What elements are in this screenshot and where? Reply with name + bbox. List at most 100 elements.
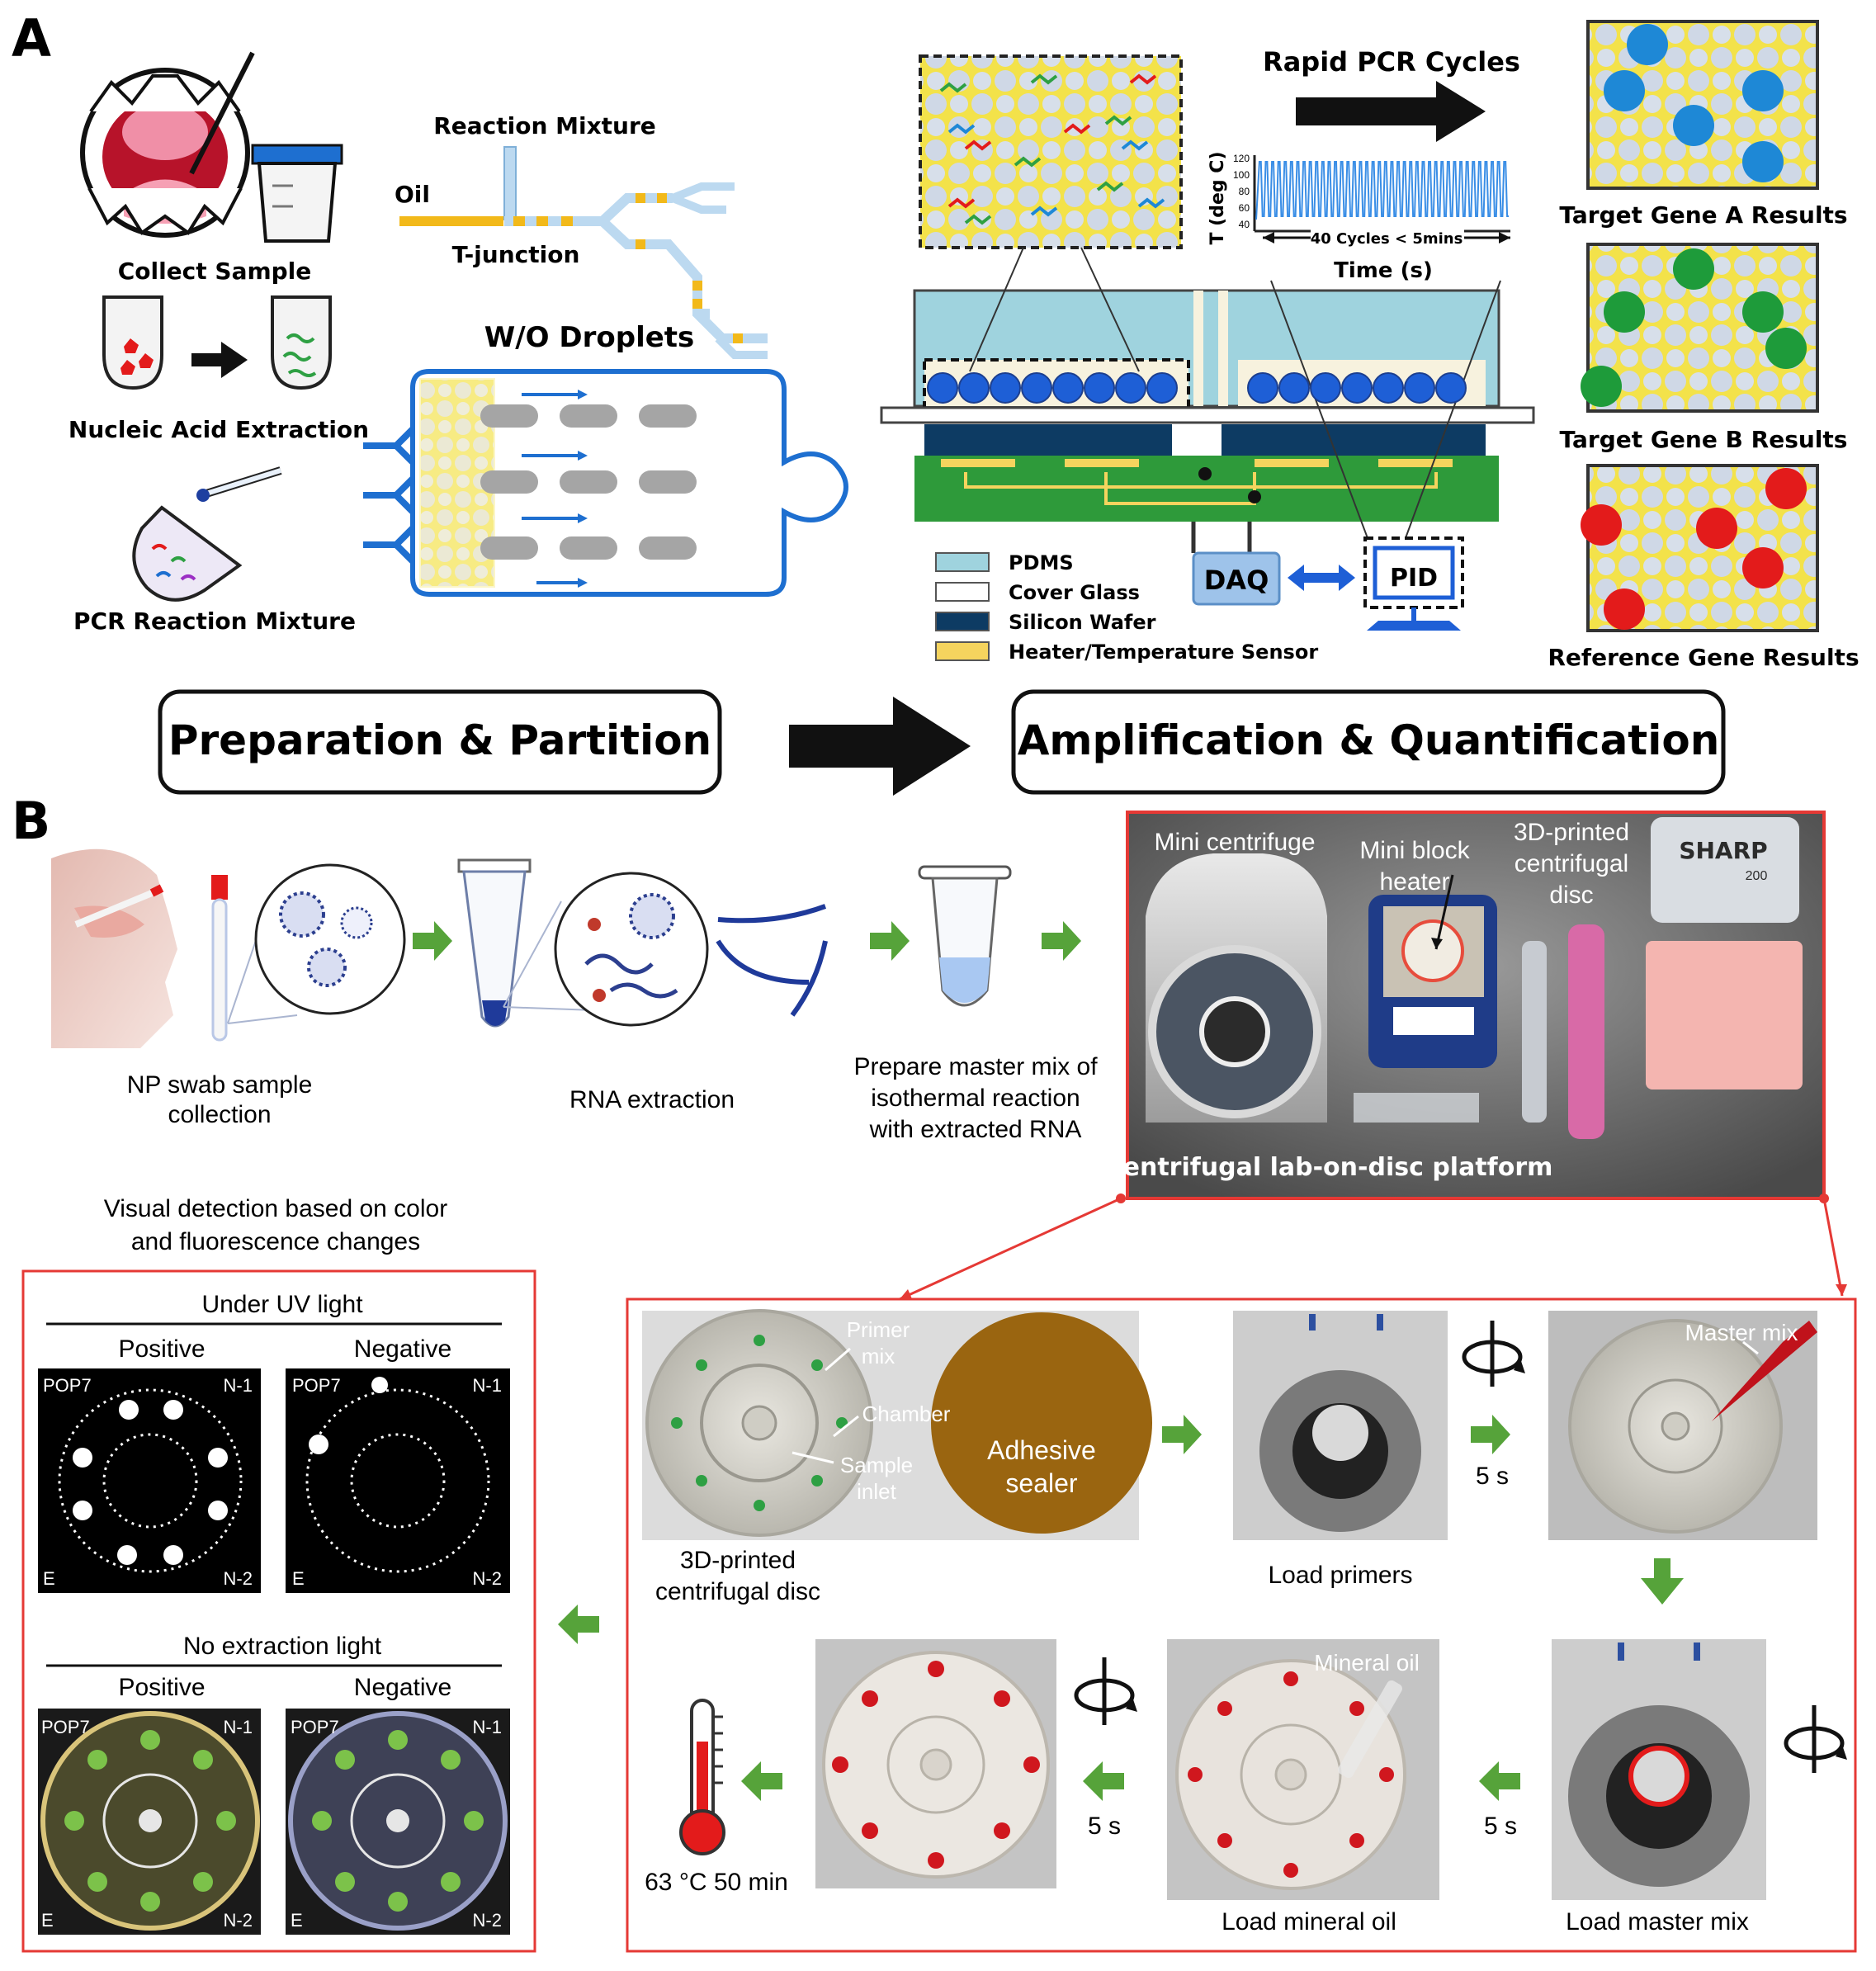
flow-arrow-icon xyxy=(1042,921,1081,961)
master-mix-label-1: Prepare master mix of xyxy=(853,1053,1098,1080)
mineral-oil-photo xyxy=(1167,1639,1439,1900)
legend-swatch-heater xyxy=(935,641,990,661)
oil-label: Oil xyxy=(395,181,430,208)
disc-label-2: centrifugal xyxy=(1515,850,1628,877)
ne-positive-photo xyxy=(38,1709,261,1935)
uv-neg-pop7: POP7 xyxy=(292,1375,341,1396)
np-swab-label-2: collection xyxy=(168,1101,271,1128)
x-axis-label: Time (s) xyxy=(1334,258,1433,283)
platform-caption: Centrifugal lab-on-disc platform xyxy=(1105,1153,1553,1182)
flow-arrow-icon xyxy=(1162,1415,1202,1454)
load-primers-label: Load primers xyxy=(1268,1562,1412,1589)
pcr-tube-icon xyxy=(132,466,282,602)
disc-caption-1: 3D-printed xyxy=(680,1547,796,1574)
ne-pos-n1: N-1 xyxy=(224,1717,253,1737)
uv-negative-label: Negative xyxy=(354,1335,451,1363)
stage-preparation-box xyxy=(158,689,722,795)
mineral-oil-photo-label: Mineral oil xyxy=(1314,1650,1420,1676)
stage-amplification-box xyxy=(1011,689,1726,795)
disc-label-3: disc xyxy=(1549,882,1593,909)
droplet-row-left xyxy=(927,372,1178,404)
result-grid-ref xyxy=(1581,464,1819,632)
sample-inlet-label-2: inlet xyxy=(857,1479,896,1504)
daq-label: DAQ xyxy=(1204,565,1269,596)
t-junction-channel xyxy=(399,146,768,359)
ne-negative-photo xyxy=(286,1709,510,1935)
extraction-arrow-icon xyxy=(191,342,248,378)
load-master-photo xyxy=(1552,1639,1766,1900)
y-tick: 80 xyxy=(1239,186,1250,197)
y-axis-ticks: 120 100 80 60 40 xyxy=(1233,153,1250,230)
sharp-brand: SHARP xyxy=(1679,837,1767,864)
swab-tube-icon xyxy=(211,875,228,1042)
daq-box xyxy=(1192,551,1281,606)
spin-time-2: 5 s xyxy=(1484,1813,1517,1840)
flow-arrow-icon xyxy=(413,921,452,961)
pcr-arrow-icon xyxy=(1296,81,1486,142)
spin-icon xyxy=(1784,1705,1847,1773)
ne-neg-n2: N-2 xyxy=(473,1910,502,1931)
ne-pos-n2: N-2 xyxy=(224,1910,253,1931)
sharp-number: 200 xyxy=(1746,869,1768,883)
thermometer-icon xyxy=(679,1699,725,1855)
rna-tube-icon xyxy=(457,858,532,1028)
rna-zoom-circle xyxy=(503,872,709,1027)
result-grid-b xyxy=(1581,243,1819,413)
flow-arrow-icon xyxy=(870,921,910,961)
adhesive-label-2: sealer xyxy=(1005,1468,1078,1498)
rapid-pcr-label: Rapid PCR Cycles xyxy=(1263,46,1520,78)
connector-lines xyxy=(899,1193,1847,1301)
y-tick: 40 xyxy=(1239,219,1250,230)
ne-pos-e: E xyxy=(41,1910,54,1931)
ne-neg-pop7: POP7 xyxy=(291,1717,339,1737)
chamber-label: Chamber xyxy=(862,1401,951,1426)
primer-label-1: Primer xyxy=(847,1317,910,1342)
rna-extraction-label: RNA extraction xyxy=(569,1086,735,1113)
adhesive-label-1: Adhesive xyxy=(987,1435,1096,1465)
load-master-label: Load master mix xyxy=(1566,1908,1749,1936)
stage-amplification-label: Amplification & Quantification xyxy=(1018,716,1720,764)
droplets-label: W/O Droplets xyxy=(484,321,695,354)
legend-glass: Cover Glass xyxy=(1009,581,1140,604)
droplet-chip xyxy=(363,369,848,597)
mini-centrifuge-label: Mini centrifuge xyxy=(1154,829,1315,856)
load-primers-photo xyxy=(1233,1311,1448,1540)
cycles-label-bg xyxy=(1311,228,1464,248)
uv-pos-n1: N-1 xyxy=(224,1375,253,1396)
master-mix-photo-label: Master mix xyxy=(1685,1320,1798,1345)
swab-icon xyxy=(189,51,255,175)
panel-a-letter: A xyxy=(12,8,51,69)
uv-label: Under UV light xyxy=(201,1291,363,1318)
flow-arrow-icon xyxy=(1479,1761,1520,1801)
uv-neg-e: E xyxy=(292,1568,305,1589)
result-label-ref: Reference Gene Results xyxy=(1548,644,1859,671)
tube-before-icon xyxy=(102,295,163,390)
pid-label: PID xyxy=(1390,564,1438,593)
incubation-label: 63 °C 50 min xyxy=(645,1869,788,1896)
legend-swatch-pdms xyxy=(935,552,990,572)
reaction-mixture-label: Reaction Mixture xyxy=(433,112,656,139)
platform-photo xyxy=(1126,811,1826,1200)
ne-positive-label: Positive xyxy=(118,1674,205,1701)
rna-strands-icon xyxy=(716,904,828,1017)
y-tick: 60 xyxy=(1239,202,1250,214)
uv-negative-photo xyxy=(286,1368,510,1593)
result-label-a: Target Gene A Results xyxy=(1559,201,1847,229)
pid-computer-icon xyxy=(1363,536,1464,631)
master-mix-tube-icon xyxy=(918,865,1012,1007)
disc-caption-2: centrifugal disc xyxy=(655,1578,820,1605)
disc-label-1: 3D-printed xyxy=(1514,819,1629,846)
result-grid-a xyxy=(1586,20,1819,190)
uv-neg-n2: N-2 xyxy=(473,1568,502,1589)
uv-positive-label: Positive xyxy=(118,1335,205,1363)
mini-block-label-2: heater xyxy=(1379,868,1449,896)
uv-pos-n2: N-2 xyxy=(224,1568,253,1589)
y-axis-label: T (deg C) xyxy=(1207,152,1228,245)
cycles-label: 40 Cycles < 5mins xyxy=(1311,230,1463,248)
stage-preparation-label: Preparation & Partition xyxy=(168,716,711,764)
visual-label-2: and fluorescence changes xyxy=(131,1228,420,1255)
legend-swatch-wafer xyxy=(935,612,990,631)
legend-swatch-glass xyxy=(935,582,990,602)
flow-arrow-icon xyxy=(1083,1761,1124,1801)
